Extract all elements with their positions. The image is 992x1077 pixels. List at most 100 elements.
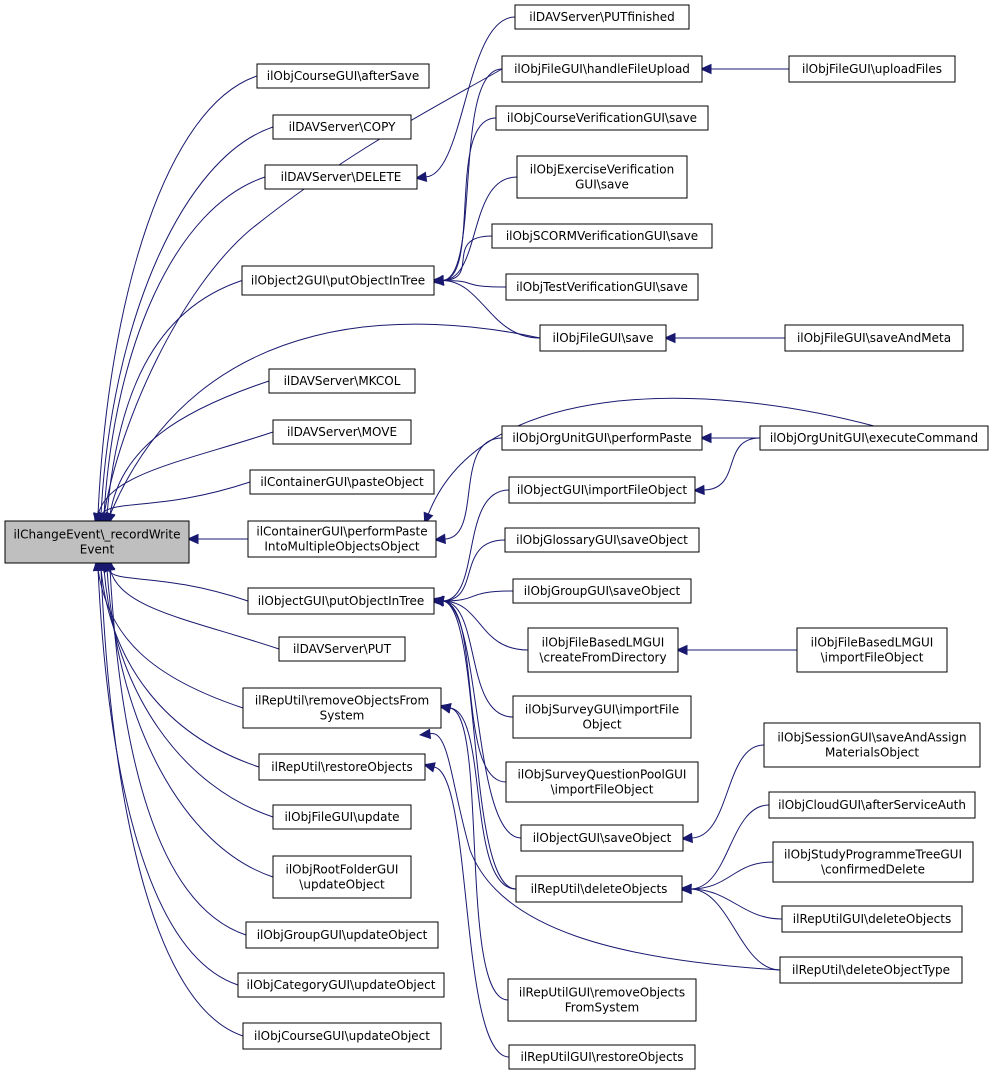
edge-line [689,888,781,971]
node-label: ilObjRootFolderGUI [286,863,399,877]
graph-node[interactable]: ilObjSessionGUI\saveAndAssignMaterialsOb… [763,722,981,768]
edge-line [441,280,507,288]
node-label: ilObjTestVerificationGUI\save [516,280,688,294]
node-label: ilObjCloudGUI\afterServiceAuth [778,798,966,812]
edge-m_groupSave-to-n_oput [431,590,514,607]
graph-node[interactable]: ilObjSCORMVerificationGUI\save [491,223,713,249]
graph-node[interactable]: ilObjFileGUI\update [272,804,412,830]
graph-node[interactable]: ilObjOrgUnitGUI\executeCommand [759,425,989,451]
graph-node[interactable]: ilDAVServer\PUTfinished [514,4,690,30]
graph-node[interactable]: ilContainerGUI\pasteObject [249,469,435,495]
node-label: ilObjectGUI\putObjectInTree [258,594,425,608]
graph-node[interactable]: ilObjFileGUI\save [539,324,667,352]
graph-node[interactable]: ilRepUtilGUI\restoreObjects [508,1044,696,1070]
node-label: IntoMultipleObjectsObject [264,540,420,554]
edge-n_delete-to-root [98,176,266,526]
node-box [539,324,667,352]
node-box [268,368,416,394]
edge-r_orgExec-to-m_importFile [692,437,761,496]
graph-node[interactable]: ilDAVServer\COPY [272,114,412,140]
edge-arrowhead [433,533,446,545]
node-box [4,520,190,564]
edge-line [103,176,266,516]
graph-node[interactable]: ilDAVServer\DELETE [264,164,418,190]
edge-arrowhead [423,762,436,773]
node-box [247,587,435,615]
edge-arrowhead [418,728,432,740]
graph-node[interactable]: ilObjFileBasedLMGUI\importFileObject [796,627,948,673]
node-label: Event [80,543,115,557]
edge-line [109,568,247,936]
graph-node[interactable]: ilObjSurveyQuestionPoolGUI\importFileObj… [505,761,699,803]
edge-arrowhead [95,558,107,571]
graph-node[interactable]: ilRepUtil\deleteObjects [515,875,683,903]
graph-node[interactable]: ilObjGlossaryGUI\saveObject [504,527,700,553]
graph-node[interactable]: ilObjCloudGUI\afterServiceAuth [768,791,976,819]
edge-line [441,68,503,281]
edge-line [109,380,270,516]
graph-node[interactable]: ilObjFileGUI\saveAndMeta [784,324,964,352]
graph-node[interactable]: ilObjStudyProgrammeTreeGUI\confirmedDele… [772,841,974,883]
edge-arrowhead [439,703,452,714]
graph-node[interactable]: ilDAVServer\MKCOL [268,368,416,394]
graph-node[interactable]: ilObjFileGUI\handleFileUpload [501,55,703,83]
edge-line [428,733,781,971]
edge-line [441,600,507,783]
graph-node[interactable]: ilContainerGUI\performPasteIntoMultipleO… [247,520,437,558]
graph-node[interactable]: ilObjGroupGUI\saveObject [512,578,692,604]
node-label: ilRepUtil\removeObjectsFrom [255,694,429,708]
graph-node[interactable]: ilRepUtil\restoreObjects [258,753,426,781]
node-box [264,164,418,190]
node-label: ilContainerGUI\pasteObject [260,475,424,489]
graph-node[interactable]: ilObjectGUI\putObjectInTree [247,587,435,615]
graph-node[interactable]: ilObjGroupGUI\updateObject [245,921,439,949]
edge-m_fileSave-to-n_o2put [431,275,541,339]
graph-node[interactable]: ilObjSurveyGUI\importFileObject [512,695,692,739]
node-label: ilObjFileGUI\update [284,810,399,824]
node-box [514,4,690,30]
edge-line [100,568,260,768]
edge-line [424,16,516,178]
edge-line [689,804,770,890]
edge-line [441,600,514,718]
graph-node[interactable]: ilObjRootFolderGUI\updateObject [272,855,412,899]
graph-edges [92,16,875,1058]
graph-node[interactable]: ilObjectGUI\importFileObject [508,476,696,504]
edge-r_lmImport-to-m_lmCreate [675,644,798,656]
node-label: ilDAVServer\PUTfinished [529,10,674,24]
edge-line [448,707,517,890]
graph-node[interactable]: ilObjCourseVerificationGUI\save [495,105,709,131]
edge-line [690,744,765,839]
graph-node[interactable]: ilObjOrgUnitGUI\performPaste [501,425,703,451]
graph-node[interactable]: ilRepUtilGUI\deleteObjects [781,905,963,933]
node-label: ilObjGlossaryGUI\saveObject [516,533,688,547]
graph-node[interactable]: ilRepUtil\deleteObjectType [779,956,963,984]
edge-r_sessionSave-to-m_objSave [680,744,765,844]
edge-line [441,117,497,281]
graph-node[interactable]: ilDAVServer\MOVE [272,419,412,445]
graph-node[interactable]: ilObjFileBasedLMGUI\createFromDirectory [527,627,679,673]
graph-node[interactable]: ilObjCourseGUI\afterSave [256,63,430,89]
graph-node[interactable]: ilObjCategoryGUI\updateObject [237,972,445,998]
node-label: \updateObject [299,878,385,892]
graph-node[interactable]: ilObjectGUI\saveObject [520,824,684,852]
edge-line [103,68,503,516]
graph-node[interactable]: ilObject2GUI\putObjectInTree [241,265,435,296]
node-label: ilObjCourseGUI\afterSave [267,69,419,83]
graph-node[interactable]: ilObjCourseGUI\updateObject [242,1022,442,1050]
edge-r_saveMeta-to-m_fileSave [663,332,786,344]
graph-node[interactable]: ilObjFileGUI\uploadFiles [788,55,956,83]
node-label: ilObjFileGUI\saveAndMeta [797,331,951,345]
graph-node[interactable]: ilDAVServer\PUT [278,636,406,662]
node-box [508,1044,696,1070]
node-label: ilRepUtil\deleteObjects [531,882,668,896]
graph-node[interactable]: ilObjTestVerificationGUI\save [505,273,699,301]
edge-line [441,235,493,281]
node-box [245,921,439,949]
edge-line [432,766,510,1058]
